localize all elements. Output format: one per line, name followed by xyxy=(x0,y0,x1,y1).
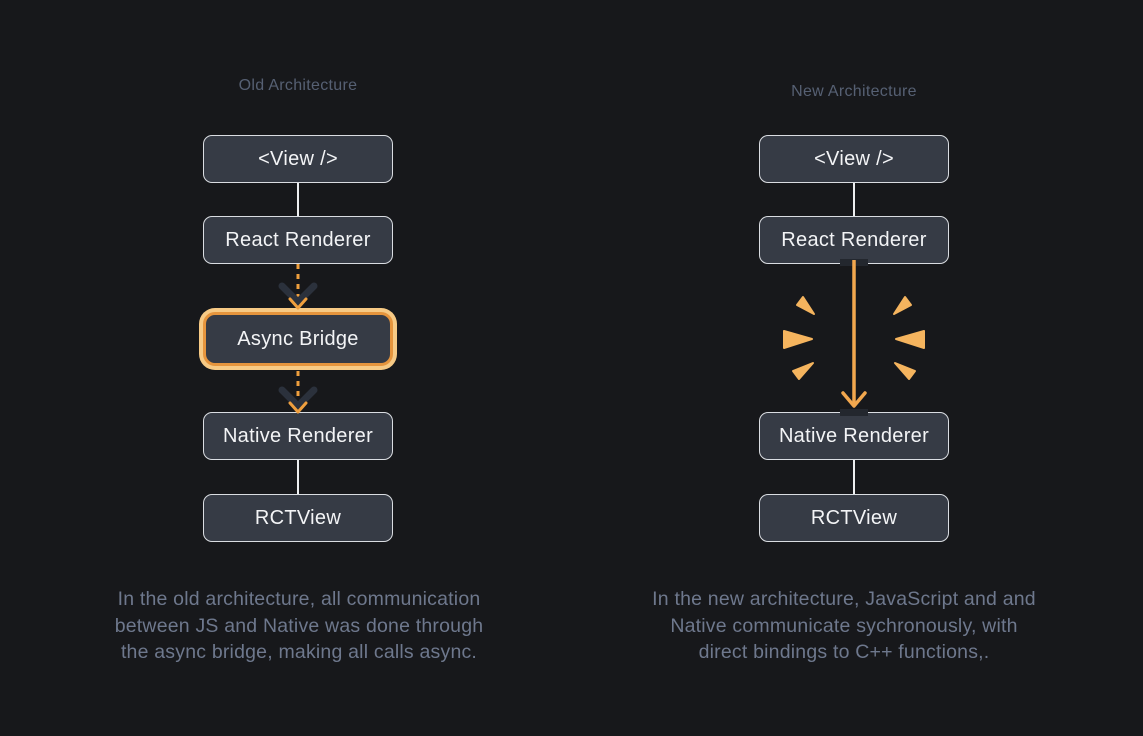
old-async-bridge-label: Async Bridge xyxy=(237,327,359,350)
new-react-to-native-sync-arrow xyxy=(840,259,868,416)
new-native-renderer-label: Native Renderer xyxy=(778,424,930,447)
sync-burst-sparks-right-icon xyxy=(893,296,925,380)
caption-line: In the old architecture, all communicati… xyxy=(117,588,481,610)
old-native-renderer-box: Native Renderer xyxy=(203,412,393,460)
new-architecture-title: New Architecture xyxy=(791,83,917,100)
new-native-renderer-box: Native Renderer xyxy=(759,412,949,460)
caption-line: the async bridge, making all calls async… xyxy=(120,641,478,663)
new-view-box: <View /> xyxy=(759,135,949,183)
old-rctview-box: RCTView xyxy=(203,494,393,542)
arrow-head-icon xyxy=(288,401,308,414)
caption-line: between JS and Native was done through xyxy=(114,614,484,637)
new-rctview-label: RCTView xyxy=(810,506,898,529)
arrow-shadow-chevron-icon xyxy=(278,282,318,306)
new-rctview-box: RCTView xyxy=(759,494,949,542)
new-architecture-caption: In the new architecture, JavaScript and … xyxy=(584,586,1104,666)
old-native-renderer-label: Native Renderer xyxy=(222,424,374,447)
old-architecture-title: Old Architecture xyxy=(238,77,358,94)
old-async-bridge-box: Async Bridge xyxy=(203,312,393,366)
old-bridge-to-native-async-arrow xyxy=(278,371,318,414)
new-react-renderer-box: React Renderer xyxy=(759,216,949,264)
old-react-renderer-label: React Renderer xyxy=(225,228,371,251)
sync-burst-sparks-left-icon xyxy=(783,296,815,380)
caption-line: direct bindings to C++ functions,. xyxy=(698,641,990,663)
old-view-box: <View /> xyxy=(203,135,393,183)
new-react-renderer-label: React Renderer xyxy=(781,228,927,251)
arrow-shadow-chevron-icon xyxy=(278,386,318,410)
old-react-to-bridge-async-arrow xyxy=(278,264,318,310)
caption-line: In the new architecture, JavaScript and … xyxy=(652,588,1036,610)
old-view-label: <View /> xyxy=(258,147,338,170)
old-rctview-label: RCTView xyxy=(254,506,342,529)
caption-line: Native communicate sychronously, with xyxy=(670,614,1018,637)
arrow-head-icon xyxy=(841,391,867,408)
arrow-head-icon xyxy=(288,297,308,310)
old-architecture-caption: In the old architecture, all communicati… xyxy=(39,586,559,666)
new-view-label: <View /> xyxy=(814,147,894,170)
old-react-renderer-box: React Renderer xyxy=(203,216,393,264)
